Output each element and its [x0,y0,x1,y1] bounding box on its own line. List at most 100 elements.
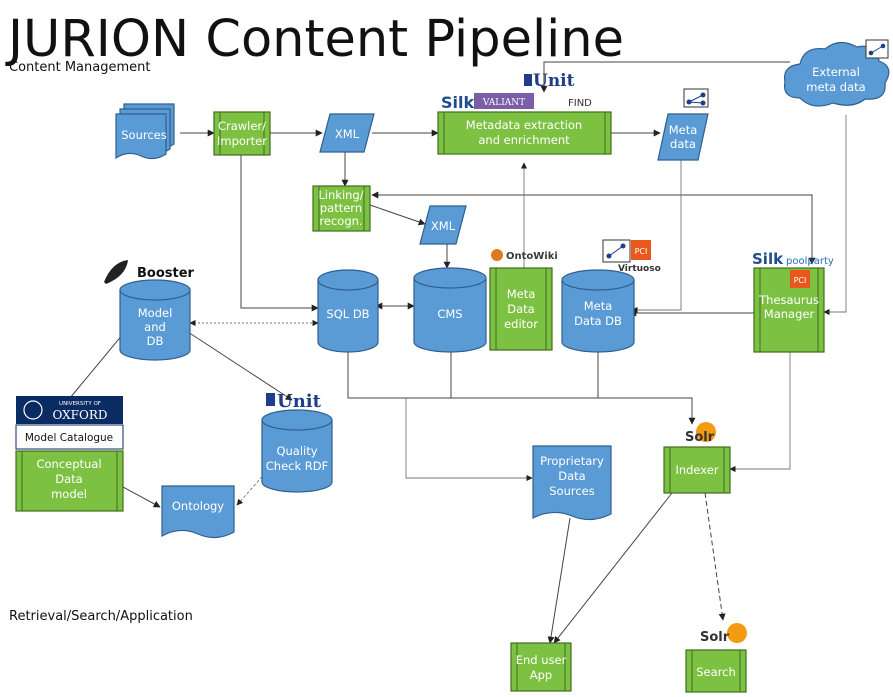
linking-label-3: recogn. [319,214,362,228]
solr-label-search: Solr [700,630,730,645]
silk-logo-2: Silk [752,250,784,268]
silk-poolparty-logo: Silk poolparty [752,250,834,268]
rdf-icon [524,74,532,86]
quality-check-label-2: Check RDF [266,459,329,473]
conceptual-data-model-node: Conceptual Data model [15,450,124,512]
meta-data-doc-label-2: data [670,137,696,151]
meta-data-doc-node: Meta data [657,88,709,161]
proprietary-label-1: Proprietary [540,454,604,468]
find-logo: FIND [568,98,592,109]
connectors [69,61,847,644]
conceptual-label-2: Data [55,472,82,486]
virtuoso-label: Virtuoso [618,264,661,274]
xml-top-label: XML [335,127,360,141]
end-user-label-1: End user [516,653,567,667]
xml-mid-label: XML [431,219,456,233]
conceptual-label-1: Conceptual [36,457,101,471]
poolparty-label: poolparty [786,256,834,267]
metadata-extraction-label-2: and enrichment [478,133,570,147]
linking-label-1: Linking/ [318,188,363,202]
model-db-label-1: Model [138,306,173,320]
external-meta-label-1: External [812,65,860,79]
meta-data-editor-label-1: Meta [507,287,536,301]
model-db-node: Model and DB [119,279,191,361]
proprietary-label-2: Data [558,469,585,483]
pci-logo [631,240,651,260]
search-node: Search [685,649,747,693]
external-meta-label-2: meta data [806,80,865,94]
oxford-logo: UNIVERSITY OF OXFORD Model Catalogue [15,396,124,450]
oxford-label: OXFORD [53,408,108,422]
quality-check-node: Quality Check RDF [261,409,333,493]
unit-logo-top: Unit [533,71,575,91]
rdf-icon [266,393,275,406]
proprietary-label-3: Sources [549,484,595,498]
indexer-node: Indexer [663,446,731,494]
ontowiki-label: OntoWiki [506,251,558,262]
end-user-label-2: App [530,668,552,682]
sources-label: Sources [121,128,167,142]
metadata-extraction-node: Metadata extraction and enrichment [437,111,612,155]
valiant-logo-bg [474,93,534,109]
indexer-label: Indexer [675,463,718,477]
meta-data-editor-node: Meta Data editor [489,267,553,351]
meta-data-editor-label-3: editor [504,317,538,331]
sql-db-label: SQL DB [326,307,369,321]
sql-db-node: SQL DB [317,269,379,353]
meta-data-db-label-1: Meta [584,299,613,313]
external-meta-data-node: External meta data [783,39,890,107]
ontowiki-icon [491,249,503,261]
page-title: JURION Content Pipeline [5,10,624,69]
model-db-label-3: DB [147,334,164,348]
thesaurus-manager-node: PCI Thesaurus Manager [753,267,825,353]
cms-node: CMS [413,267,487,353]
xml-mid-node: XML [419,205,467,245]
search-label: Search [696,665,736,679]
ontowiki-logo: OntoWiki [491,249,558,262]
conceptual-label-3: model [51,487,87,501]
rocket-icon [104,260,128,284]
unit-logo-bottom: Unit [277,391,322,412]
virtuoso-logo: PCI Virtuoso [602,239,661,274]
meta-data-editor-label-2: Data [507,302,534,316]
xml-top-node: XML [319,113,375,153]
linking-label-2: pattern [320,201,362,215]
model-db-label-2: and [144,320,166,334]
proprietary-data-sources-node: Proprietary Data Sources [532,445,612,521]
quality-check-label-1: Quality [276,444,317,458]
valiant-logo: VALIANT [482,98,525,108]
end-user-app-node: End user App [510,642,572,692]
oxford-university-label: UNIVERSITY OF [59,401,101,407]
solr-sun-icon [696,422,716,442]
booster-label: Booster [137,266,195,281]
solr-sun-icon [727,623,747,643]
section-content-management: Content Management [9,60,150,75]
pci-label-2: PCI [794,276,807,285]
meta-data-db-label-2: Data DB [574,314,622,328]
pci-logo-2 [790,270,810,288]
solr-logo-indexer: Solr [685,422,716,445]
model-catalogue-label: Model Catalogue [25,432,113,444]
rdf-graph-icon [683,88,709,108]
sources-node: Sources [115,103,175,160]
linking-node: Linking/ pattern recogn. [312,185,371,232]
crawler-importer-node: Crawler/ Importer [213,111,271,156]
metadata-extraction-label-1: Metadata extraction [466,118,582,132]
rdf-graph-icon [865,39,889,59]
meta-data-db-node: Meta Data DB [561,269,635,353]
meta-data-doc-label-1: Meta [669,123,698,137]
thesaurus-label-2: Manager [764,307,815,321]
pci-label: PCI [635,247,648,256]
solr-logo-search: Solr [700,623,747,645]
crawler-label-1: Crawler/ [218,119,266,133]
solr-label-indexer: Solr [685,430,715,445]
crawler-label-2: Importer [217,134,267,148]
silk-logo: Silk [441,93,474,112]
metadata-logos: Silk VALIANT FIND Unit [441,71,592,112]
ontology-label: Ontology [172,499,224,513]
oxford-crest-icon [23,400,43,420]
section-retrieval: Retrieval/Search/Application [9,609,193,624]
thesaurus-label-1: Thesaurus [758,293,819,307]
ontology-node: Ontology [161,485,235,539]
unit-logo-quality: Unit [266,391,322,412]
